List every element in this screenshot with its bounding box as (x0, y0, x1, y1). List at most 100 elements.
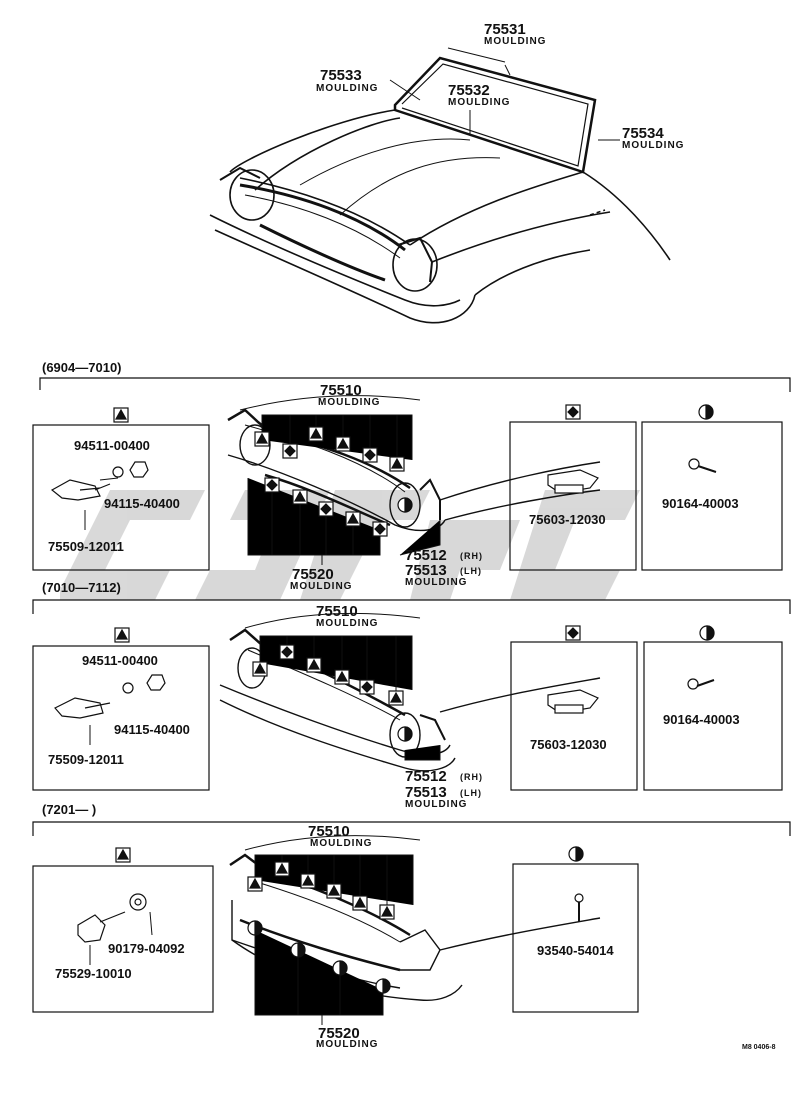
clip-fastener (77, 911, 126, 943)
moulding-lower-number: 75520 (292, 566, 334, 583)
sec3-markers (247, 861, 395, 994)
part-number-75532: 75532 (448, 82, 490, 99)
part-name-75532: MOULDING (448, 97, 511, 108)
part-number: 94115-40400 (104, 496, 180, 511)
triangle-marker (308, 426, 324, 442)
triangle-marker (345, 511, 361, 527)
moulding-lh-number: 75513 (405, 562, 447, 579)
sec1-boxes (32, 421, 783, 571)
lh-label: (LH) (460, 788, 482, 798)
section-period: (6904—7010) (42, 360, 122, 375)
triangle-marker (247, 876, 263, 892)
sec3-boxes (32, 863, 639, 1013)
triangle-marker (274, 861, 290, 877)
screw (688, 458, 717, 473)
triangle-marker (252, 661, 268, 677)
diamond-marker (372, 521, 388, 537)
sec2-small-parts (54, 674, 715, 745)
moulding-side-name: MOULDING (405, 799, 468, 810)
part-number: 75529-10010 (55, 966, 132, 981)
moulding-lower-name: MOULDING (316, 1039, 379, 1050)
section-period: (7201— ) (42, 802, 97, 817)
sec3-small-parts (77, 893, 584, 965)
screw (687, 678, 715, 690)
nut-washer (122, 674, 166, 694)
nut-washer (112, 461, 149, 478)
moulding-lower-number: 75520 (318, 1025, 360, 1042)
rh-label: (RH) (460, 772, 483, 782)
part-number: 90164-40003 (662, 496, 739, 511)
triangle-symbol (113, 407, 129, 423)
part-number: 75509-12011 (48, 752, 124, 767)
moulding-upper-name: MOULDING (310, 838, 373, 849)
screw (574, 893, 584, 922)
part-number: 90164-40003 (663, 712, 740, 727)
diamond-symbol (565, 404, 581, 420)
clip-fastener (54, 697, 111, 719)
triangle-marker (334, 669, 350, 685)
triangle-symbol (114, 627, 130, 643)
triangle-marker (254, 431, 270, 447)
diamond-marker (362, 447, 378, 463)
half-circle-marker (397, 497, 413, 513)
triangle-marker (379, 904, 395, 920)
moulding-rh-number: 75512 (405, 547, 447, 564)
sec1-small-parts (50, 458, 717, 530)
sec1-markers (254, 426, 413, 537)
triangle-marker (292, 489, 308, 505)
diamond-marker (359, 679, 375, 695)
part-number-75533: 75533 (320, 67, 362, 84)
bracket-fastener (547, 469, 599, 494)
bracket-fastener (547, 689, 599, 714)
part-number: 94511-00400 (82, 653, 158, 668)
half-circle-marker (290, 942, 306, 958)
diamond-symbol (565, 625, 581, 641)
diamond-marker (318, 501, 334, 517)
moulding-upper-name: MOULDING (318, 397, 381, 408)
rh-label: (RH) (460, 551, 483, 561)
half-circle-marker (247, 920, 263, 936)
moulding-rh-number: 75512 (405, 768, 447, 785)
triangle-marker (306, 657, 322, 673)
part-number: 75509-12011 (48, 539, 124, 554)
part-number-75534: 75534 (622, 125, 664, 142)
part-number: 90179-04092 (108, 941, 185, 956)
moulding-side-name: MOULDING (405, 577, 468, 588)
diamond-marker (279, 644, 295, 660)
part-number: 75603-12030 (530, 737, 607, 752)
sec2-leader-lines (259, 635, 441, 761)
lh-label: (LH) (460, 566, 482, 576)
part-number: 93540-54014 (537, 943, 614, 958)
triangle-marker (326, 883, 342, 899)
half-circle-marker (397, 726, 413, 742)
moulding-upper-number: 75510 (308, 823, 350, 840)
half-circle-symbol (698, 404, 714, 420)
part-name-75534: MOULDING (622, 140, 685, 151)
moulding-upper-number: 75510 (316, 603, 358, 620)
part-number: 94511-00400 (74, 438, 150, 453)
clip-fastener (50, 479, 111, 501)
sec1-header-symbols (113, 404, 714, 423)
half-circle-marker (332, 960, 348, 976)
nut-washer (129, 893, 147, 911)
sec3-header-symbols (115, 846, 584, 863)
drawing-code: M8 0406-8 (742, 1044, 776, 1051)
half-circle-symbol (699, 625, 715, 641)
half-circle-marker (375, 978, 391, 994)
triangle-marker (389, 456, 405, 472)
part-name-75531: MOULDING (484, 36, 547, 47)
diamond-marker (264, 477, 280, 493)
moulding-upper-name: MOULDING (316, 618, 379, 629)
triangle-symbol (115, 847, 131, 863)
diamond-marker (282, 443, 298, 459)
part-name-75533: MOULDING (316, 83, 379, 94)
moulding-lh-number: 75513 (405, 784, 447, 801)
section-brackets (32, 377, 791, 836)
part-number: 75603-12030 (529, 512, 606, 527)
half-circle-symbol (568, 846, 584, 862)
top-car-drawing (209, 47, 671, 324)
part-number: 94115-40400 (114, 722, 190, 737)
sec2-boxes (32, 641, 783, 791)
sec2-markers (252, 644, 413, 742)
